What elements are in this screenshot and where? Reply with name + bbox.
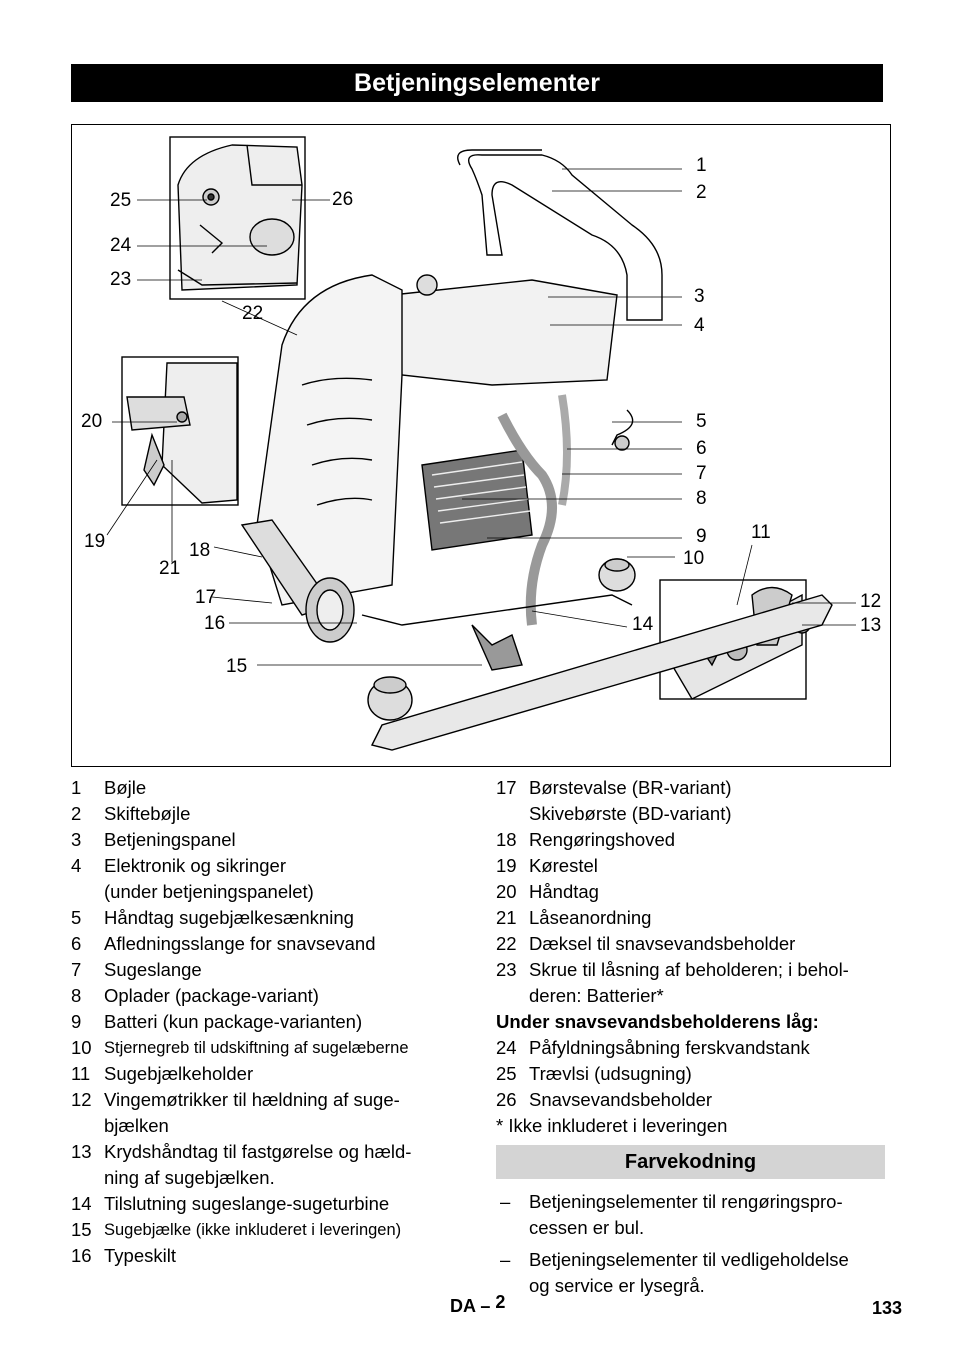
callout-20: 20 xyxy=(81,411,103,432)
machine-illustration xyxy=(106,136,856,751)
machine-diagram: 1 2 3 4 5 6 7 8 9 10 11 12 13 14 15 16 1… xyxy=(71,124,891,767)
callout-leaders xyxy=(106,168,856,666)
footer-language: DA – 2 xyxy=(450,1292,506,1316)
color-coding-heading: Farvekodning xyxy=(496,1145,885,1179)
callout-21: 21 xyxy=(159,558,181,579)
callout-11: 11 xyxy=(751,522,771,543)
callout-8: 8 xyxy=(696,488,707,509)
callout-5: 5 xyxy=(696,411,707,432)
list-item: –Betjeningselementer til vedligeholdelse… xyxy=(500,1249,849,1296)
callout-26: 26 xyxy=(332,189,354,210)
callout-14: 14 xyxy=(632,614,654,635)
callout-4: 4 xyxy=(694,315,705,336)
callout-18: 18 xyxy=(189,540,211,561)
callout-2: 2 xyxy=(696,182,707,203)
page-title: Betjeningselementer xyxy=(71,64,883,102)
callout-24: 24 xyxy=(110,235,132,256)
callout-10: 10 xyxy=(683,548,705,569)
page-number: 133 xyxy=(872,1298,903,1318)
list-item: –Betjeningselementer til rengøringspro-c… xyxy=(500,1191,843,1238)
callout-6: 6 xyxy=(696,438,707,459)
callout-1: 1 xyxy=(696,155,707,176)
callout-22: 22 xyxy=(242,303,264,324)
callout-7: 7 xyxy=(696,463,707,484)
inset-tank-lid xyxy=(169,136,306,300)
section-subheading: Under snavsevandsbeholderens låg: xyxy=(496,1011,819,1032)
inset-chassis xyxy=(121,356,239,506)
footnote: * Ikke inkluderet i leveringen xyxy=(496,1115,728,1136)
callout-9: 9 xyxy=(696,526,707,547)
callout-19: 19 xyxy=(84,531,106,552)
callout-17: 17 xyxy=(195,587,217,608)
machine-body xyxy=(240,149,833,751)
callout-25: 25 xyxy=(110,190,132,211)
callout-13: 13 xyxy=(860,615,882,636)
callout-15: 15 xyxy=(226,656,248,677)
callout-3: 3 xyxy=(694,286,705,307)
callout-23: 23 xyxy=(110,269,132,290)
callout-16: 16 xyxy=(204,613,226,634)
callout-12: 12 xyxy=(860,591,882,612)
